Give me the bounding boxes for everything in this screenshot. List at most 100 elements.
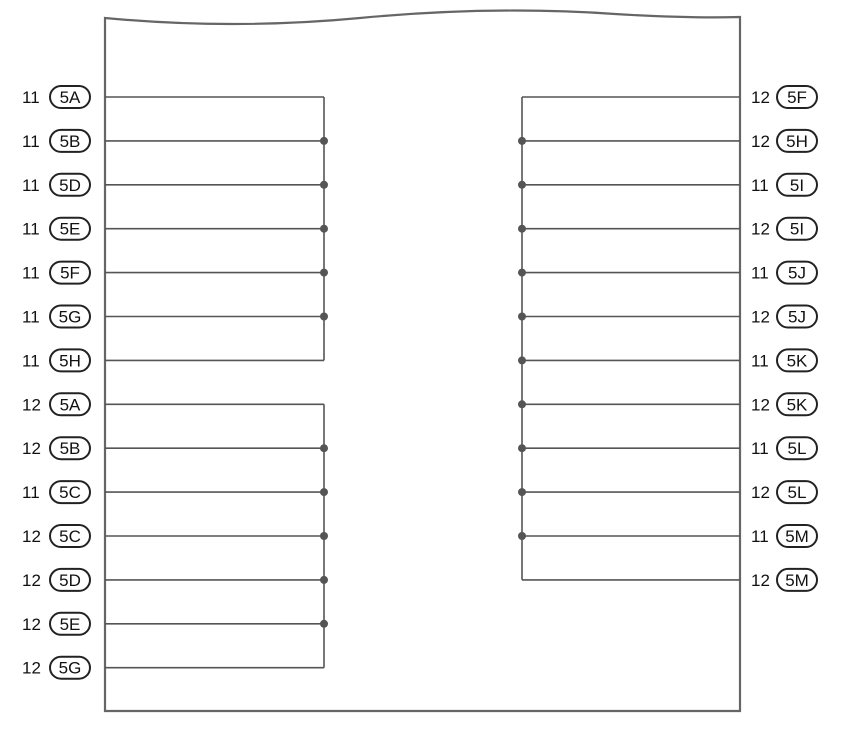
pin-label-pill	[49, 392, 91, 417]
pin-number: 11	[22, 220, 40, 239]
pin-id: 5K	[787, 351, 808, 370]
pin-label-pill	[776, 392, 818, 417]
pin-label-pill	[49, 128, 91, 153]
junction-node	[518, 488, 526, 497]
pin-label-pill	[49, 260, 91, 285]
left-pin-10: 12 5C	[22, 524, 324, 548]
pin-label-pill	[49, 480, 91, 505]
junction-node	[320, 268, 328, 277]
pin-id: 5A	[60, 395, 81, 414]
pin-number: 11	[22, 88, 40, 107]
junction-node	[518, 400, 526, 409]
pin-label-pill	[49, 85, 91, 109]
left-pin-13: 12 5G	[22, 655, 324, 680]
pin-number: 12	[751, 308, 770, 327]
pin-label-pill	[776, 172, 818, 197]
left-pin-1: 11 5B	[22, 128, 324, 153]
pin-number: 12	[22, 659, 41, 678]
pin-id: 5M	[785, 571, 809, 590]
right-pin-9: 12 5L	[522, 480, 818, 505]
left-pin-9: 11 5C	[22, 480, 324, 505]
pin-label-pill	[49, 655, 91, 680]
junction-node	[320, 312, 328, 321]
pin-number: 11	[22, 176, 40, 195]
pin-id: 5H	[786, 132, 808, 151]
right-pin-1: 12 5H	[522, 128, 818, 153]
pin-id: 5G	[59, 308, 82, 327]
pin-id: 5J	[788, 264, 806, 283]
right-pin-8: 11 5L	[522, 436, 818, 461]
pin-number: 12	[22, 395, 41, 414]
pin-number: 12	[751, 483, 770, 502]
pin-label-pill	[49, 567, 91, 592]
pin-number: 11	[22, 483, 40, 502]
junction-node	[518, 268, 526, 277]
junction-node	[518, 356, 526, 365]
pin-label-pill	[49, 611, 91, 636]
junction-node	[320, 488, 328, 497]
junction-node	[518, 444, 526, 453]
junction-node	[518, 532, 526, 540]
pin-number: 11	[751, 439, 769, 458]
pin-id: 5I	[790, 220, 804, 239]
pin-id: 5H	[59, 351, 81, 370]
pin-number: 11	[22, 264, 40, 283]
pin-label-pill	[776, 260, 818, 285]
pin-id: 5A	[60, 88, 81, 107]
right-pin-11: 12 5M	[522, 567, 818, 592]
left-pin-3: 11 5E	[22, 216, 324, 241]
connector-frame	[103, 9, 742, 713]
left-pin-11: 12 5D	[22, 567, 324, 592]
pin-label-pill	[49, 436, 91, 461]
junction-node	[320, 619, 328, 628]
pin-id: 5C	[59, 527, 81, 546]
junction-node	[518, 180, 526, 189]
left-pin-7: 12 5A	[22, 392, 324, 417]
pin-label-pill	[776, 348, 818, 373]
pin-label-pill	[776, 216, 818, 241]
pin-id: 5C	[59, 483, 81, 502]
pin-id: 5D	[59, 571, 81, 590]
pin-number: 12	[22, 571, 41, 590]
pin-number: 11	[751, 176, 769, 195]
pin-id: 5B	[60, 132, 81, 151]
junction-node	[320, 444, 328, 453]
pin-id: 5D	[59, 176, 81, 195]
junction-node	[518, 136, 526, 145]
pin-id: 5M	[785, 527, 809, 546]
junction-node	[518, 224, 526, 233]
right-pin-10: 11 5M	[522, 524, 818, 548]
pin-id: 5E	[60, 220, 81, 239]
junction-node	[320, 575, 328, 584]
junction-node	[320, 532, 328, 540]
pin-number: 12	[22, 615, 41, 634]
junction-node	[320, 136, 328, 145]
pin-label-pill	[49, 216, 91, 241]
pin-number: 12	[751, 88, 770, 107]
pin-number: 12	[751, 571, 770, 590]
pin-number: 12	[22, 439, 41, 458]
pin-label-pill	[49, 348, 91, 373]
pin-id: 5G	[59, 659, 82, 678]
pin-id: 5L	[788, 483, 807, 502]
junction-node	[320, 180, 328, 189]
pin-id: 5L	[788, 439, 807, 458]
junction-node	[518, 312, 526, 321]
pin-number: 11	[751, 527, 769, 546]
pin-id: 5E	[60, 615, 81, 634]
pin-number: 12	[22, 527, 41, 546]
pin-number: 11	[22, 132, 40, 151]
pin-label-pill	[776, 524, 818, 548]
pin-number: 12	[751, 132, 770, 151]
pin-label-pill	[776, 436, 818, 461]
